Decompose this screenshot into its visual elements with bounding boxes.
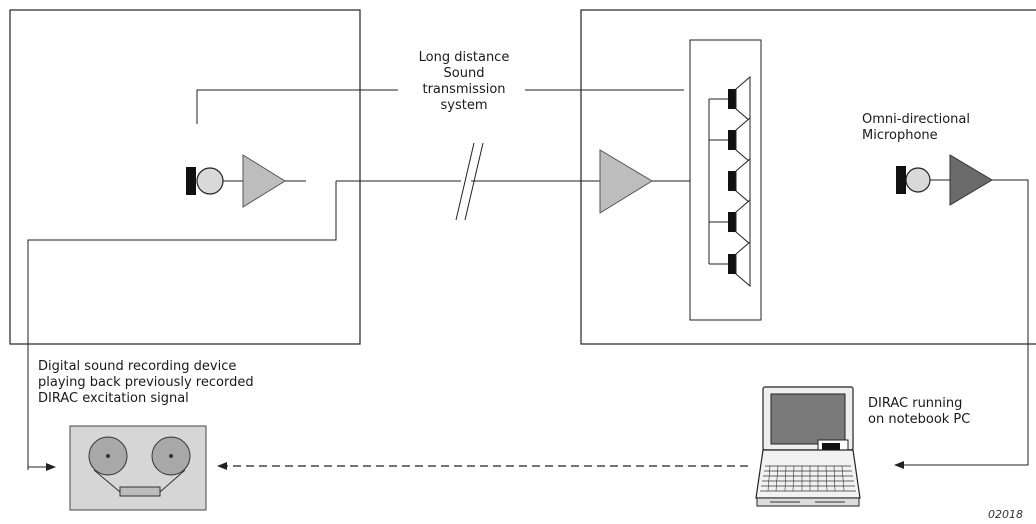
notebook-label: DIRAC running on notebook PC — [868, 396, 970, 428]
notebook-label-line: DIRAC running — [868, 396, 963, 411]
transmission-leader-line — [196, 89, 684, 124]
right-room — [580, 9, 1036, 345]
figure-code: 02018 — [988, 508, 1023, 521]
recorder-label-line: Digital sound recording device — [38, 359, 237, 374]
microphone-label-line: Microphone — [862, 128, 938, 143]
transmission-label-line: Sound — [443, 66, 485, 81]
notebook-pc-icon — [755, 386, 861, 507]
microphone-label: Omni-directional Microphone — [862, 112, 970, 144]
mic-to-notebook-wire — [894, 179, 1029, 469]
left-amplifier-icon — [242, 154, 286, 208]
transmission-break-marks — [455, 142, 484, 221]
transmission-label-line: transmission — [422, 82, 506, 97]
recorder-label-line: playing back previously recorded — [38, 375, 254, 390]
loudspeaker-icon — [728, 240, 751, 288]
recorder-icon — [69, 425, 207, 511]
omni-microphone-icon — [896, 166, 931, 194]
microphone-label-line: Omni-directional — [862, 112, 970, 127]
left-room — [9, 9, 361, 345]
notebook-label-line: on notebook PC — [868, 412, 971, 427]
transmission-label: Long distance Sound transmission system — [408, 50, 520, 114]
transmission-label-line: Long distance — [418, 50, 510, 65]
left-microphone-icon — [186, 167, 224, 195]
transmission-line — [27, 180, 600, 470]
speaker-bus-wire — [708, 98, 728, 265]
measurement-amplifier-icon — [949, 154, 993, 206]
recorder-label: Digital sound recording device playing b… — [38, 359, 254, 407]
transmission-label-line: system — [440, 98, 488, 113]
right-amplifier-icon — [599, 149, 653, 214]
recorder-label-line: DIRAC excitation signal — [38, 391, 189, 406]
